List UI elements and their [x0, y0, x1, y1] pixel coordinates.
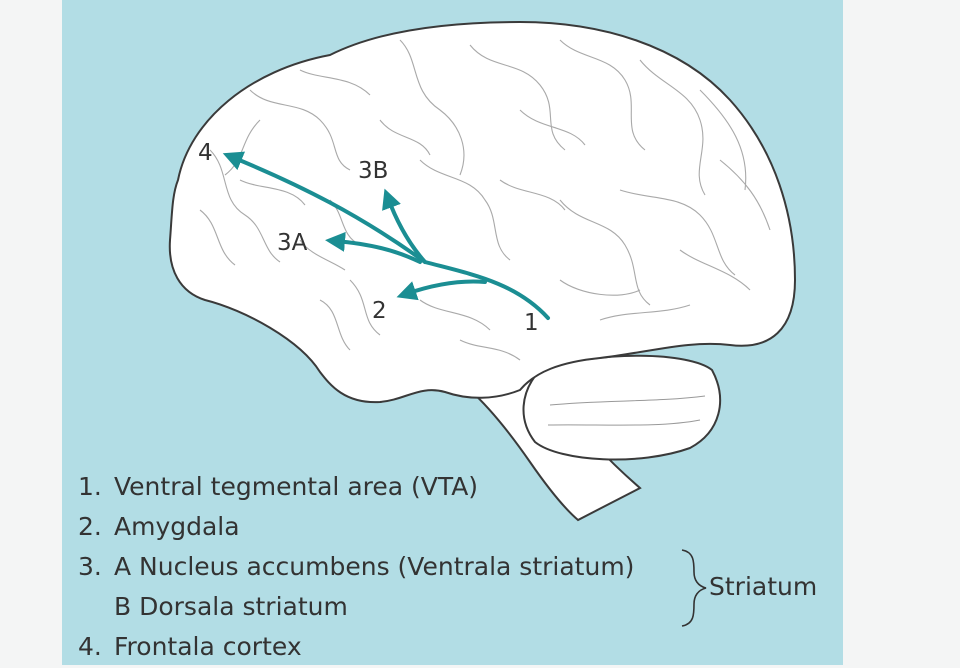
arrow-to-dorsal-striatum — [382, 188, 427, 264]
legend-text: B Dorsala striatum — [114, 592, 348, 621]
arrow-to-amygdala — [396, 279, 487, 301]
striatum-brace — [681, 549, 707, 627]
legend-number: 4. — [78, 632, 102, 661]
legend-item-nucleus-accumbens: 3. A Nucleus accumbens (Ventrala striatum… — [78, 546, 634, 588]
arrow-to-nucleus-accumbens — [325, 231, 422, 264]
legend-item-amygdala: 2. Amygdala — [78, 506, 240, 548]
legend-number: 3. — [78, 552, 102, 581]
brain-folds — [199, 39, 771, 361]
label-4: 4 — [198, 140, 213, 166]
cerebellum-fold — [547, 419, 701, 426]
legend-number: 2. — [78, 512, 102, 541]
cerebellum-fold — [549, 395, 706, 406]
legend-number: 1. — [78, 472, 102, 501]
label-3b: 3B — [358, 158, 388, 184]
arrow-to-frontal-cortex — [222, 151, 550, 320]
cerebrum-shape — [168, 20, 797, 404]
label-1: 1 — [524, 310, 539, 336]
legend-item-frontal-cortex: 4. Frontala cortex — [78, 626, 302, 668]
legend-text: Frontala cortex — [114, 632, 302, 661]
cerebellum-shape — [522, 354, 722, 461]
label-2: 2 — [372, 298, 387, 324]
dopamine-pathways — [222, 151, 550, 320]
legend-item-dorsal-striatum: B Dorsala striatum — [114, 586, 348, 628]
legend-item-vta: 1. Ventral tegmental area (VTA) — [78, 466, 478, 508]
label-3a: 3A — [277, 230, 308, 256]
striatum-group-label: Striatum — [709, 572, 818, 601]
legend-text: A Nucleus accumbens (Ventrala striatum) — [114, 552, 635, 581]
legend-text: Ventral tegmental area (VTA) — [114, 472, 479, 501]
legend-text: Amygdala — [114, 512, 240, 541]
